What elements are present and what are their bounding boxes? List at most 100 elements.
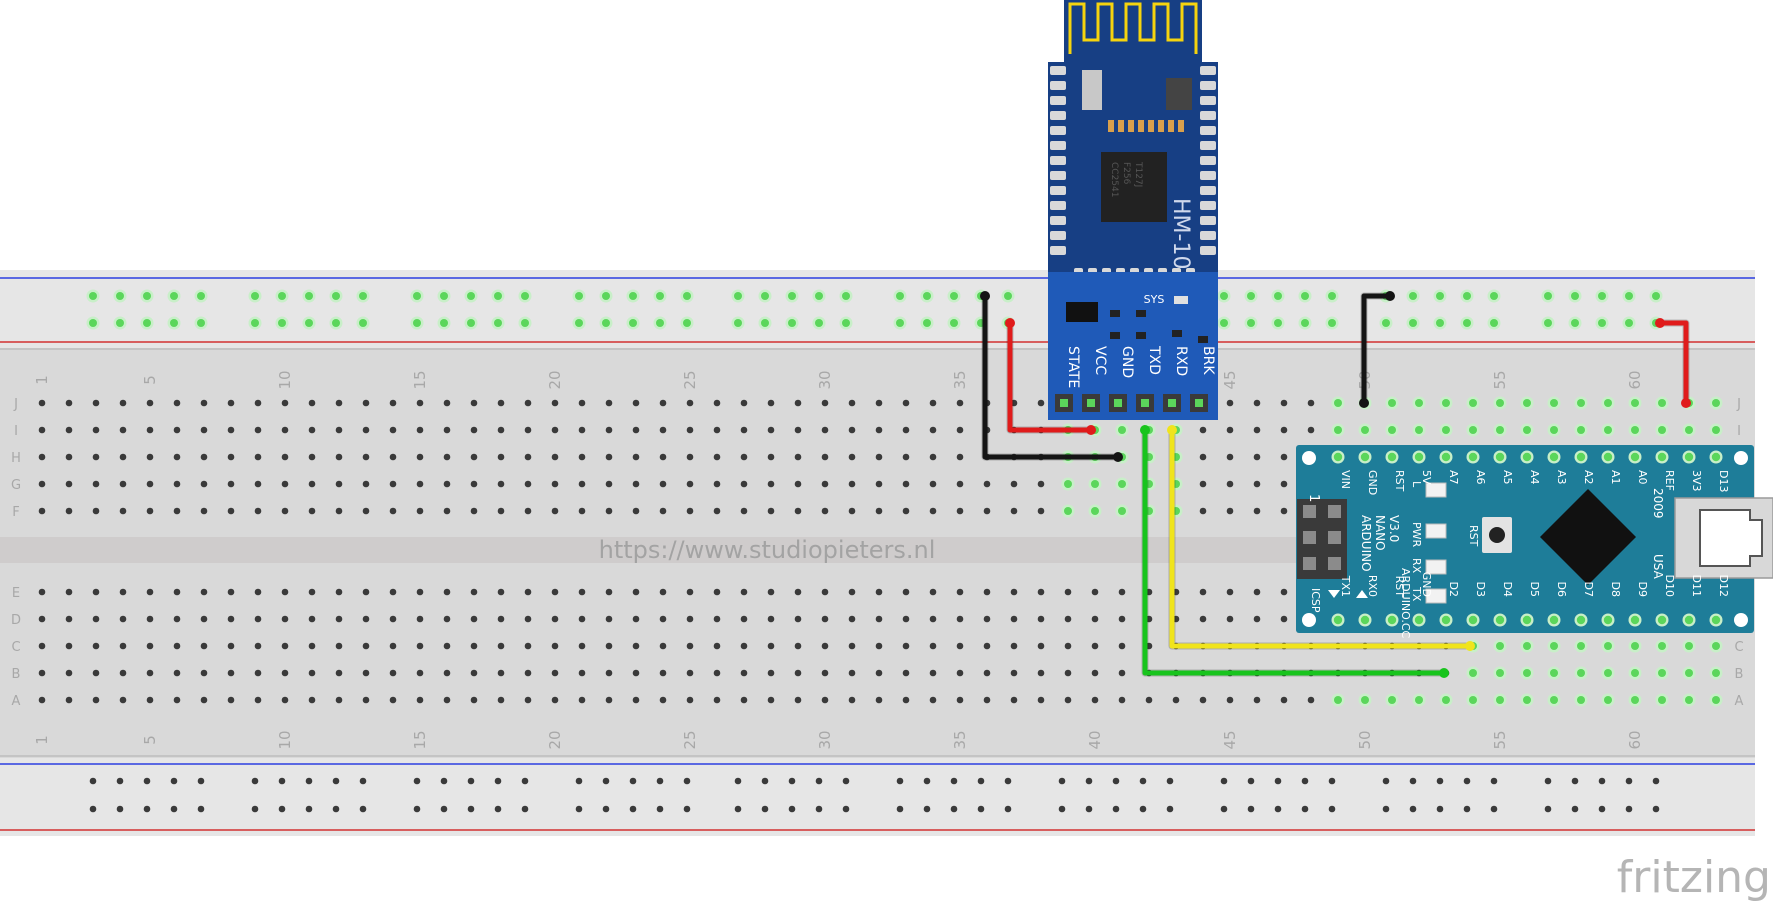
- smd-component: [1128, 120, 1134, 132]
- breadboard-hole: [1328, 292, 1336, 300]
- breadboard-hole: [305, 292, 313, 300]
- breadboard-hole: [815, 777, 823, 785]
- breadboard-hole: [146, 507, 154, 515]
- breadboard-hole: [173, 696, 181, 704]
- breadboard-hole: [170, 292, 178, 300]
- breadboard-hole: [602, 777, 610, 785]
- breadboard-hole: [1253, 426, 1261, 434]
- breadboard-hole: [470, 480, 478, 488]
- breadboard-hole: [902, 615, 910, 623]
- icsp-pin: [1328, 557, 1341, 570]
- breadboard-hole: [305, 805, 313, 813]
- breadboard-hole: [1010, 480, 1018, 488]
- breadboard-hole: [1334, 399, 1342, 407]
- nano-pin-label: A0: [1636, 470, 1649, 485]
- breadboard-hole: [1274, 319, 1282, 327]
- breadboard-hole: [524, 615, 532, 623]
- breadboard-hole: [956, 480, 964, 488]
- breadboard-hole: [416, 399, 424, 407]
- breadboard-hole: [1139, 805, 1147, 813]
- breadboard-hole: [977, 805, 985, 813]
- breadboard-hole: [1496, 642, 1504, 650]
- breadboard-hole: [173, 399, 181, 407]
- nano-3v3-wire-end: [1655, 318, 1665, 328]
- breadboard-hole: [1220, 777, 1228, 785]
- smd-component: [1198, 336, 1208, 343]
- nano-pin: [1711, 452, 1721, 462]
- antenna-trace: [1068, 2, 1198, 54]
- mount-hole: [1734, 613, 1748, 627]
- nano-gnd-wire-end: [1359, 398, 1369, 408]
- breadboard-hole: [1571, 292, 1579, 300]
- breadboard-hole: [632, 453, 640, 461]
- breadboard-hole: [686, 588, 694, 596]
- breadboard-hole: [929, 426, 937, 434]
- breadboard-hole: [767, 507, 775, 515]
- breadboard-hole: [281, 588, 289, 596]
- breadboard-hole: [1280, 588, 1288, 596]
- breadboard-hole: [1199, 480, 1207, 488]
- breadboard-hole: [1091, 615, 1099, 623]
- header-pin-contact: [1195, 399, 1203, 407]
- breadboard-hole: [632, 642, 640, 650]
- breadboard-hole: [1409, 777, 1417, 785]
- breadboard-hole: [683, 805, 691, 813]
- breadboard-hole: [92, 426, 100, 434]
- breadboard-hole: [65, 453, 73, 461]
- castellated-pad: [1200, 141, 1216, 150]
- breadboard-hole: [200, 399, 208, 407]
- breadboard-hole: [332, 319, 340, 327]
- breadboard-hole: [413, 777, 421, 785]
- mount-hole: [1734, 451, 1748, 465]
- breadboard-hole: [1523, 642, 1531, 650]
- row-letter: F: [12, 505, 19, 520]
- breadboard-hole: [197, 292, 205, 300]
- breadboard-hole: [281, 642, 289, 650]
- breadboard-hole: [524, 453, 532, 461]
- breadboard-hole: [605, 615, 613, 623]
- breadboard-hole: [1058, 805, 1066, 813]
- nano-gnd-wire: [1361, 293, 1393, 406]
- breadboard-hole: [443, 453, 451, 461]
- breadboard-hole: [143, 319, 151, 327]
- breadboard-hole: [1064, 642, 1072, 650]
- castellated-pad: [1200, 231, 1216, 240]
- nano-pin: [1684, 452, 1694, 462]
- breadboard-hole: [950, 777, 958, 785]
- breadboard-hole: [767, 669, 775, 677]
- breadboard-hole: [659, 426, 667, 434]
- breadboard-hole: [929, 453, 937, 461]
- breadboard-hole: [359, 319, 367, 327]
- breadboard-hole: [38, 696, 46, 704]
- breadboard-hole: [389, 696, 397, 704]
- breadboard-hole: [794, 507, 802, 515]
- breadboard-hole: [1253, 399, 1261, 407]
- castellated-pad: [1050, 66, 1066, 75]
- breadboard-hole: [92, 669, 100, 677]
- breadboard-hole: [929, 642, 937, 650]
- ble-vcc-wire: [1007, 320, 1094, 433]
- breadboard-hole: [524, 588, 532, 596]
- breadboard-hole: [902, 642, 910, 650]
- breadboard-hole: [1199, 588, 1207, 596]
- breadboard-hole: [254, 669, 262, 677]
- pin-label-state: STATE: [1065, 346, 1081, 388]
- breadboard-hole: [848, 615, 856, 623]
- breadboard-hole: [281, 507, 289, 515]
- breadboard-hole: [1226, 696, 1234, 704]
- breadboard-hole: [443, 642, 451, 650]
- led-label: PWR: [1410, 522, 1423, 548]
- breadboard-hole: [440, 292, 448, 300]
- breadboard-hole: [1631, 642, 1639, 650]
- breadboard-hole: [956, 507, 964, 515]
- breadboard-hole: [173, 507, 181, 515]
- column-number: 45: [1221, 370, 1239, 389]
- breadboard-hole: [956, 453, 964, 461]
- column-number: 55: [1491, 370, 1509, 389]
- breadboard-hole: [335, 507, 343, 515]
- breadboard-hole: [89, 319, 97, 327]
- breadboard-hole: [1085, 777, 1093, 785]
- breadboard-hole: [713, 480, 721, 488]
- breadboard-hole: [1280, 480, 1288, 488]
